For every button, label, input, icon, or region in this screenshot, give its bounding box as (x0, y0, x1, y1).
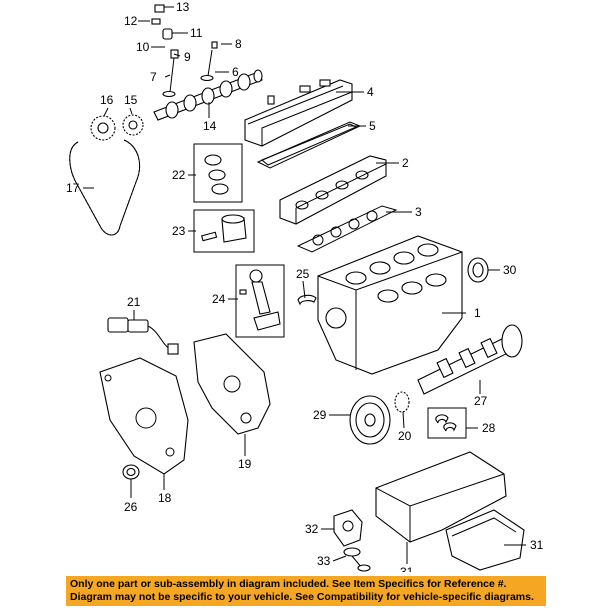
upper-oil-pan-part (375, 451, 507, 543)
timing-chain-part (69, 139, 140, 236)
leader-lines (83, 6, 526, 564)
exhaust-valve-part (200, 49, 214, 82)
callout-2: 2 (402, 156, 409, 170)
lower-oil-pan-part (445, 509, 525, 571)
callout-32: 32 (305, 522, 319, 536)
callout-1: 1 (474, 306, 481, 320)
seal-kit-box (193, 143, 243, 203)
callout-13: 13 (176, 0, 190, 14)
callout-18: 18 (158, 491, 172, 505)
callout-30: 30 (503, 263, 517, 277)
callout-28: 28 (482, 421, 496, 435)
callout-9: 9 (184, 50, 191, 64)
callout-10: 10 (136, 40, 150, 54)
disclaimer-line-1: Only one part or sub-assembly in diagram… (70, 578, 507, 590)
callout-26: 26 (124, 500, 138, 514)
callout-14: 14 (203, 119, 217, 133)
cam-sprocket-part-2 (122, 114, 144, 136)
callout-8: 8 (235, 37, 242, 51)
valve-lifter-part (162, 28, 173, 40)
callout-5: 5 (369, 119, 376, 133)
callout-12: 12 (124, 14, 138, 28)
callout-7: 7 (150, 70, 157, 84)
front-crank-seal-part (122, 464, 140, 480)
cam-sprocket-part (90, 115, 116, 141)
valve-guide-part (211, 41, 218, 49)
main-bearing-box (427, 407, 467, 439)
callout-22: 22 (172, 168, 186, 182)
crank-sprocket-part (394, 391, 410, 413)
callout-21: 21 (127, 295, 141, 309)
valve-cover-part (244, 79, 353, 147)
rear-main-seal-part (467, 257, 489, 283)
front-timing-cover-part (99, 357, 189, 475)
callout-27: 27 (474, 394, 488, 408)
callout-29: 29 (313, 408, 327, 422)
cylinder-head-part (279, 155, 387, 225)
disclaimer-line-2: Diagram may not be specific to your vehi… (70, 591, 534, 603)
inner-timing-cover-part (193, 333, 271, 435)
callout-23: 23 (172, 224, 186, 238)
engine-block-part (317, 235, 463, 375)
valve-cotter-part (151, 18, 161, 25)
callout-6: 6 (232, 65, 239, 79)
callout-3: 3 (415, 205, 422, 219)
rod-bearing-part (297, 294, 317, 306)
connecting-rod-box (235, 264, 285, 338)
camshaft-part (153, 69, 263, 121)
callout-24: 24 (212, 292, 226, 306)
intake-valve-part (162, 57, 176, 98)
callout-25: 25 (296, 267, 310, 281)
crank-pulley-part (349, 395, 391, 445)
callout-15: 15 (124, 93, 138, 107)
oil-pump-part (333, 509, 363, 547)
callout-20: 20 (398, 429, 412, 443)
callout-4: 4 (367, 85, 374, 99)
callout-19: 19 (238, 457, 252, 471)
callout-33: 33 (317, 554, 331, 568)
valve-keeper-part (154, 4, 165, 13)
callout-31-lower-pan: 31 (530, 538, 544, 552)
crankshaft-part (417, 324, 523, 395)
head-gasket-part (296, 205, 398, 253)
piston-box (193, 209, 255, 253)
oil-pickup-part (343, 547, 371, 572)
callout-11: 11 (190, 26, 203, 40)
callout-17: 17 (66, 181, 80, 195)
disclaimer-banner: Only one part or sub-assembly in diagram… (66, 576, 546, 606)
callout-31-upper-pan: 31 (400, 565, 414, 572)
sensor-harness-part (107, 317, 179, 355)
parts-diagram: 1 2 3 4 5 6 7 8 9 10 11 12 13 14 15 16 1… (66, 0, 544, 572)
callout-16: 16 (100, 93, 114, 107)
